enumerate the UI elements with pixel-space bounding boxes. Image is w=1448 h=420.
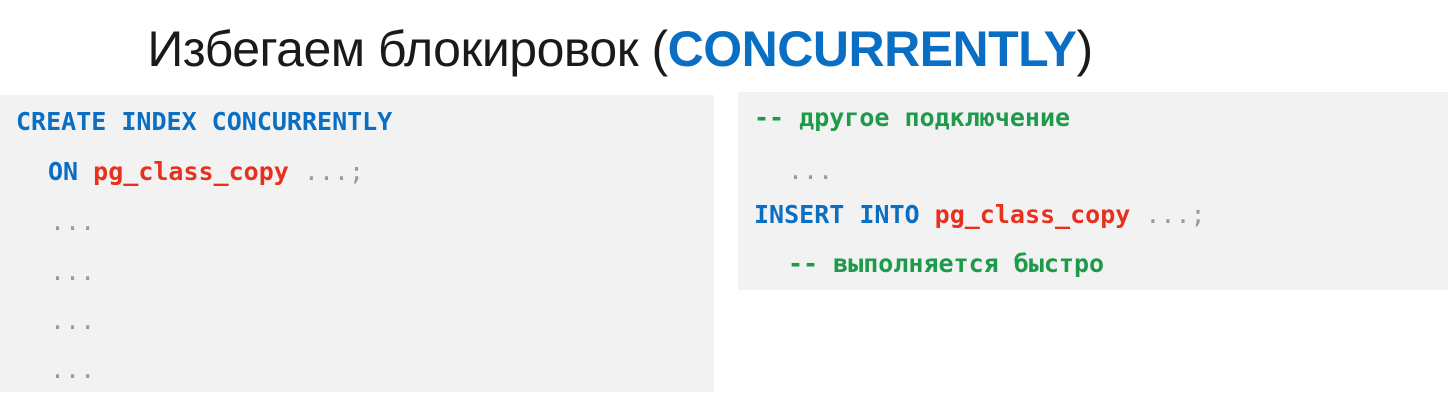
code-ellipsis-line: ... (50, 207, 96, 236)
table-name: pg_class_copy (93, 157, 289, 186)
statement-rest: ...; (1130, 200, 1206, 229)
code-line-create-index: CREATE INDEX CONCURRENTLY (16, 107, 393, 136)
statement-rest: ...; (288, 157, 365, 186)
insert-into-keywords: INSERT INTO (754, 200, 920, 229)
code-line-insert: INSERT INTO pg_class_copy ...; (754, 198, 1206, 232)
code-ellipsis-line: ... (50, 257, 96, 286)
code-ellipsis-line: ... (788, 156, 834, 185)
title-suffix: ) (1076, 21, 1093, 77)
code-line-on-table: ON pg_class_copy ...; (48, 155, 364, 189)
code-comment-runs-fast: -- выполняется быстро (788, 249, 1105, 278)
on-keyword: ON (48, 157, 79, 186)
table-name: pg_class_copy (934, 200, 1131, 229)
code-comment-other-connection: -- другое подключение (754, 103, 1071, 132)
title-keyword: CONCURRENTLY (667, 21, 1077, 77)
code-ellipsis-line: ... (50, 355, 96, 384)
slide-title: Избегаем блокировок (CONCURRENTLY) (0, 20, 1240, 78)
code-ellipsis-line: ... (50, 306, 96, 335)
code-block-create-index: CREATE INDEX CONCURRENTLY ON pg_class_co… (0, 95, 714, 392)
title-prefix: Избегаем блокировок ( (147, 21, 668, 77)
code-block-insert: -- другое подключение ... INSERT INTO pg… (738, 92, 1448, 290)
